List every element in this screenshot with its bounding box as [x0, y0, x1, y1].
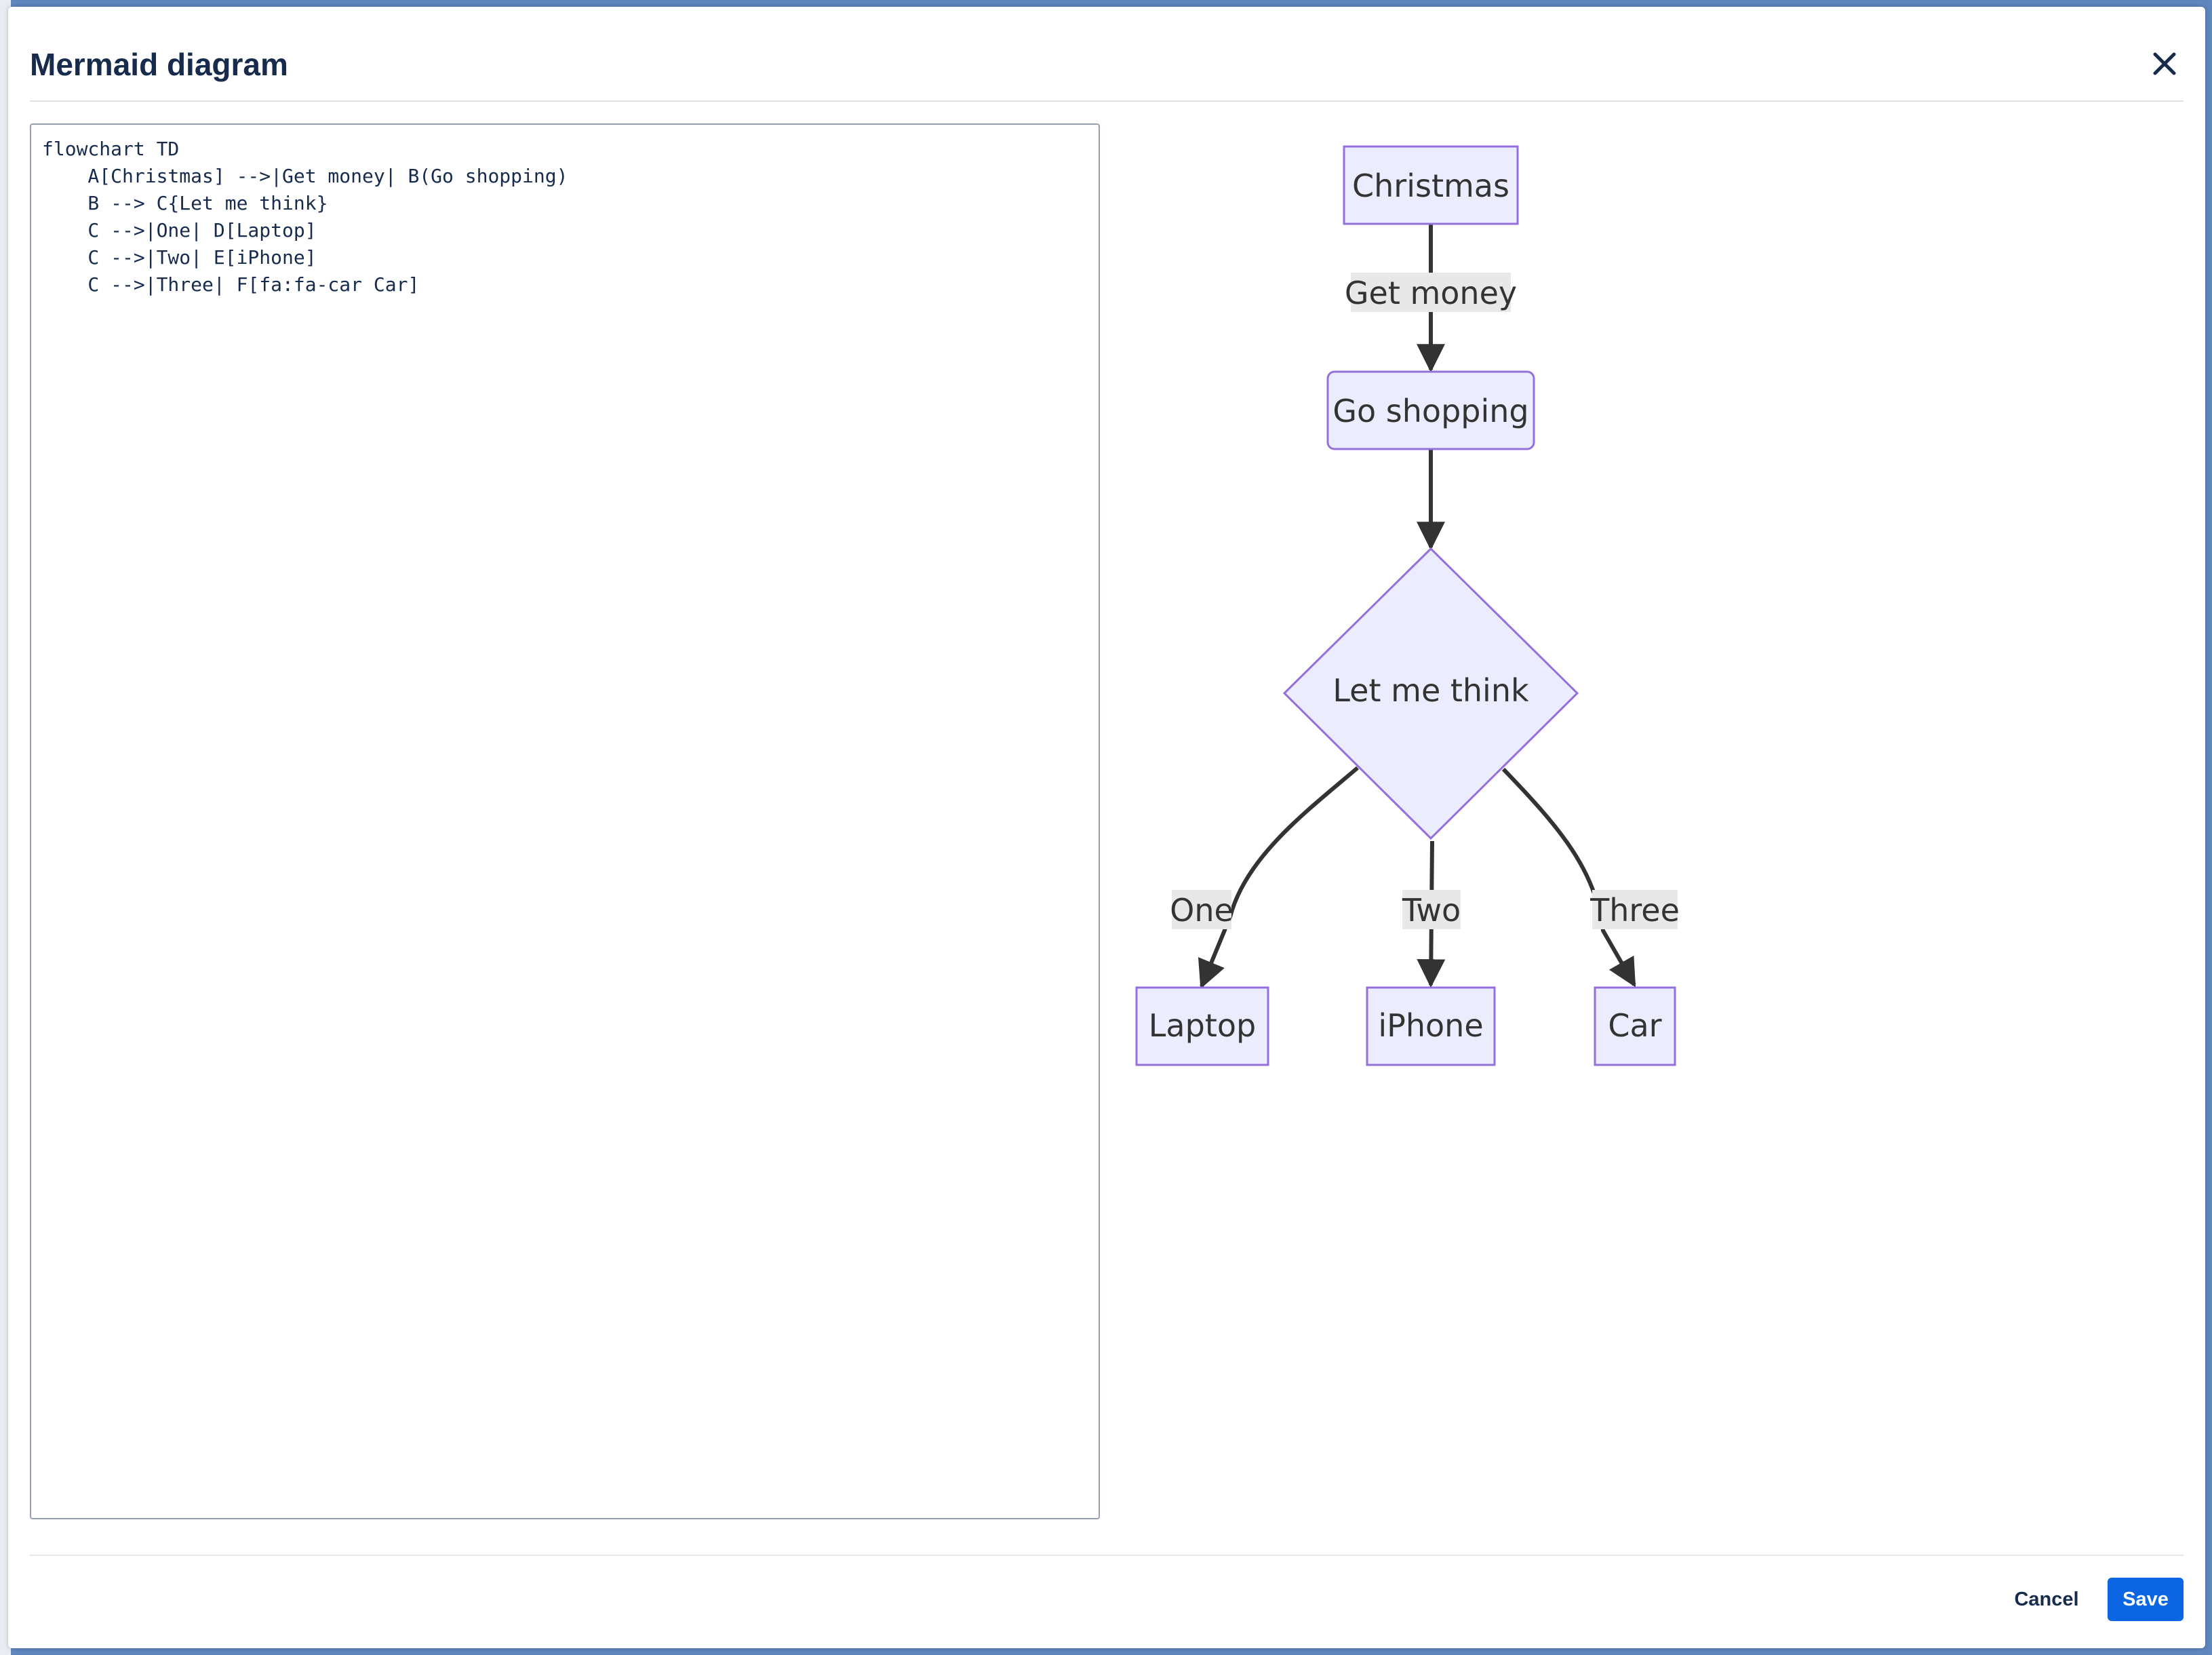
node-laptop-label: Laptop: [1149, 1007, 1256, 1044]
edge-label-two: Two: [1402, 892, 1461, 929]
save-button[interactable]: Save: [2108, 1578, 2184, 1621]
node-christmas: [1343, 145, 1519, 225]
edge-label-two-bg: [1402, 890, 1461, 929]
close-button[interactable]: [2140, 39, 2189, 88]
node-laptop: [1135, 986, 1269, 1066]
node-go-shopping: [1326, 370, 1535, 450]
mermaid-diagram-dialog: Mermaid diagram flowchart TD A[Christmas…: [8, 7, 2205, 1648]
dialog-title: Mermaid diagram: [30, 47, 288, 82]
edge-label-get-money-bg: [1351, 273, 1511, 312]
close-icon: [2153, 52, 2176, 75]
node-iphone-label: iPhone: [1378, 1007, 1483, 1044]
dialog-header: Mermaid diagram: [8, 7, 2205, 100]
edge-let-me-think-to-car: [1501, 767, 1636, 988]
edge-label-three-bg: [1592, 890, 1678, 929]
node-iphone: [1366, 986, 1496, 1066]
node-go-shopping-label: Go shopping: [1332, 393, 1528, 429]
node-christmas-label: Christmas: [1352, 168, 1509, 204]
node-let-me-think-label: Let me think: [1332, 672, 1529, 709]
header-divider: [30, 100, 2184, 102]
flowchart-svg: Christmas Go shopping Let me think Lapto…: [1135, 145, 1680, 1066]
edge-label-three: Three: [1589, 892, 1680, 929]
footer-divider: [30, 1555, 2184, 1556]
edge-let-me-think-to-laptop: [1198, 766, 1359, 989]
node-car-label: Car: [1608, 1007, 1661, 1044]
mermaid-code-editor[interactable]: flowchart TD A[Christmas] -->|Get money|…: [30, 123, 1100, 1519]
edge-label-one-bg: [1172, 890, 1231, 929]
edge-label-get-money: Get money: [1345, 275, 1517, 311]
node-car: [1594, 986, 1676, 1066]
edge-label-one: One: [1170, 892, 1233, 929]
node-let-me-think: [1282, 547, 1579, 840]
diagram-preview: Christmas Go shopping Let me think Lapto…: [1120, 123, 2192, 1519]
cancel-button[interactable]: Cancel: [1996, 1578, 2097, 1621]
